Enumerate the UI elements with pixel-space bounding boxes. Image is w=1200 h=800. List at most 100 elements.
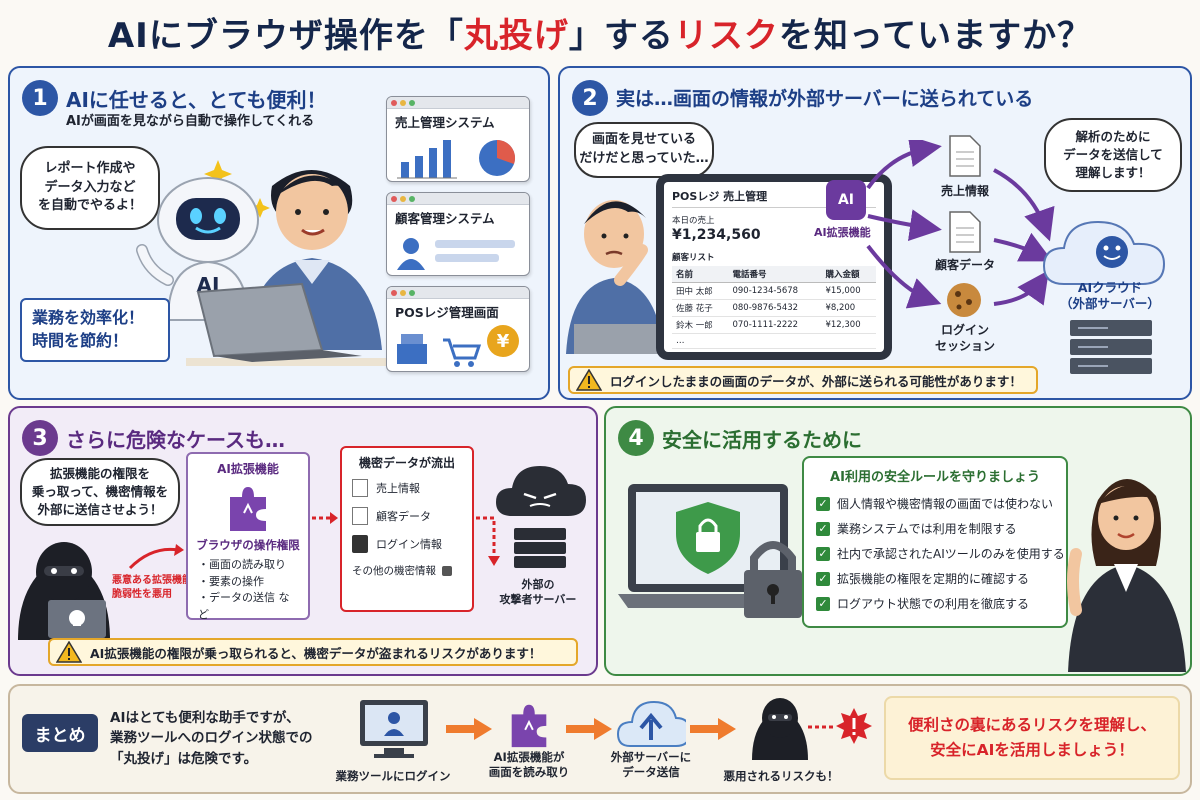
cloud-label: AIクラウド （外部サーバー）: [1050, 280, 1170, 313]
puzzle-icon: [511, 704, 547, 748]
leak-item: 売上情報: [352, 479, 462, 497]
server-icon: [514, 528, 566, 568]
table-cell: [728, 333, 822, 349]
table-cell: 田中 太郎: [672, 282, 729, 300]
hacker-note: 悪意ある拡張機能や 脆弱性を悪用: [112, 574, 202, 601]
dotted-arrow-icon: [476, 516, 500, 566]
office-worker-illustration: [246, 170, 382, 350]
cloud-upload-icon: [616, 700, 686, 747]
extension-title: AI拡張機能: [217, 462, 279, 476]
extension-label: AI拡張機能: [812, 224, 873, 240]
worried-worker-illustration: [566, 200, 674, 354]
cloud-icon: [1042, 220, 1166, 285]
pos-system-card: POSレジ管理画面 ¥: [386, 286, 530, 372]
tablet-frame: POSレジ 売上管理 本日の売上 ¥1,234,560 顧客リスト 名前 電話番…: [656, 174, 892, 360]
rule-item: ✓ 個人情報や機密情報の画面では使わない: [816, 495, 1054, 512]
server-icon: [1070, 320, 1152, 374]
item-label-line: ログイン: [940, 323, 989, 337]
sales-label: 本日の売上: [672, 216, 715, 226]
warning-icon: [576, 369, 602, 391]
window-bar: [387, 287, 529, 299]
document-icon: [352, 479, 368, 497]
bubble-line: を自動でやるよ！: [37, 198, 142, 214]
warning-icon: [56, 641, 82, 663]
hacker-icon: [752, 698, 808, 760]
title-highlight: 丸投げ: [463, 16, 569, 56]
summary-line: 業務ツールへのログイン状態での: [110, 730, 313, 747]
data-flow-arrows: [866, 140, 1055, 309]
puzzle-icon: AI: [826, 180, 866, 220]
title-highlight: リスク: [673, 16, 779, 56]
benefit-line: 業務を効率化！: [32, 308, 145, 327]
table-cell: [821, 333, 876, 349]
rule-item: ✓社内で承認されたAIツールのみを使用する: [816, 545, 1065, 562]
bubble-line: 理解します！: [1075, 165, 1151, 181]
check-icon: ✓: [816, 496, 830, 511]
extension-permissions-box: AI拡張機能 ブラウザの操作権限 ・画面の読み取り ・要素の操作 ・データの送信…: [186, 452, 310, 621]
column-header: 名前: [672, 266, 729, 283]
final-message-line: 安全にAIを活用しましょう！: [930, 741, 1134, 759]
table-cell: ¥8,200: [821, 299, 876, 317]
customer-system-card: 顧客管理システム: [386, 192, 530, 276]
yen-coin-icon: ¥: [487, 325, 519, 357]
leak-item: その他の機密情報: [352, 563, 462, 578]
panel-number: 2: [572, 80, 608, 116]
panel-number: 1: [22, 80, 58, 116]
benefit-line: 時間を節約！: [32, 331, 129, 351]
dotted-arrow-icon: [312, 512, 338, 524]
step-label: 悪用されるリスクも！: [723, 769, 839, 783]
card-title: 顧客管理システム: [395, 211, 495, 226]
sales-system-card: 売上管理システム: [386, 96, 530, 182]
check-icon: ✓: [816, 521, 830, 536]
card-title: 売上管理システム: [395, 115, 495, 130]
page-title: AIにブラウザ操作を「丸投げ」するリスクを知っていますか？: [0, 8, 1200, 64]
hacker-speech-bubble: 拡張機能の権限を 乗っ取って、機密情報を 外部に送信させよう！: [20, 458, 180, 526]
permission-title: ブラウザの操作権限: [196, 538, 300, 552]
rule-item: ✓ ログアウト状態での利用を徹底する: [816, 595, 1054, 612]
user-profile-icon: [397, 238, 515, 270]
panel-number: 4: [618, 420, 654, 456]
table-cell: …: [672, 333, 729, 349]
rule-text: ログアウト状態での利用を徹底する: [837, 597, 1030, 611]
attacker-label: 外部の 攻撃者サーバー: [488, 578, 588, 608]
title-part: AIにブラウザ操作を「: [107, 16, 464, 56]
hacker-illustration: [18, 542, 110, 640]
leak-item: ログイン情報: [352, 535, 462, 553]
leak-box: 機密データが流出 売上情報 顧客データ ログイン情報 その他の機密情報: [340, 446, 474, 612]
step-label-line: AI拡張機能が: [493, 750, 565, 764]
cloud-label-line: （外部サーバー）: [1060, 296, 1160, 312]
final-message-box: 便利さの裏にあるリスクを理解し、 安全にAIを活用しましょう！: [884, 696, 1180, 780]
bubble-line: 拡張機能の権限を: [49, 465, 150, 481]
step-label: 業務ツールにログイン: [335, 769, 451, 783]
orange-arrow-icon: [566, 718, 612, 740]
panel-title: 実は…画面の情報が外部サーバーに送られている: [616, 88, 1034, 110]
panel-title: AIに任せると、とても便利！: [66, 88, 327, 112]
permission-item: ・要素の操作: [198, 574, 264, 588]
customer-list-label: 顧客リスト: [672, 253, 715, 263]
permission-list: ・画面の読み取り ・要素の操作 ・データの送信 など: [188, 553, 308, 627]
panel-title: 安全に活用するために: [662, 428, 862, 452]
item-label: ログイン セッション: [930, 322, 1000, 354]
table-cell: ¥12,300: [821, 316, 876, 334]
bubble-line: データを送信して: [1063, 146, 1163, 162]
businesswoman-illustration: [1067, 478, 1186, 672]
table-row: …: [672, 333, 876, 349]
pos-screen: POSレジ 売上管理 本日の売上 ¥1,234,560 顧客リスト 名前 電話番…: [664, 182, 884, 352]
attacker-label-line: 外部の: [521, 578, 555, 591]
document-icon: [949, 135, 981, 177]
thought-line: だけだと思っていた…: [579, 151, 709, 166]
rule-text: 個人情報や機密情報の画面では使わない: [837, 497, 1054, 511]
window-bar: [387, 97, 529, 109]
red-arrow-icon: [128, 544, 184, 570]
bubble-line: 解析のために: [1075, 128, 1151, 144]
rule-text: 業務システムでは利用を制限する: [837, 522, 1017, 536]
item-label: 売上情報: [940, 184, 989, 198]
pos-title: POSレジ 売上管理: [672, 188, 876, 208]
puzzle-icon: [230, 487, 266, 531]
rule-item: ✓拡張機能の権限を定期的に確認する: [816, 570, 1054, 587]
bubble-line: データ入力など: [44, 179, 136, 195]
step-label-line: 画面を読み取り: [488, 764, 570, 779]
check-icon: ✓: [816, 596, 830, 611]
panel-title: さらに危険なケースも…: [66, 428, 285, 452]
leak-item-label: その他の機密情報: [352, 565, 436, 577]
